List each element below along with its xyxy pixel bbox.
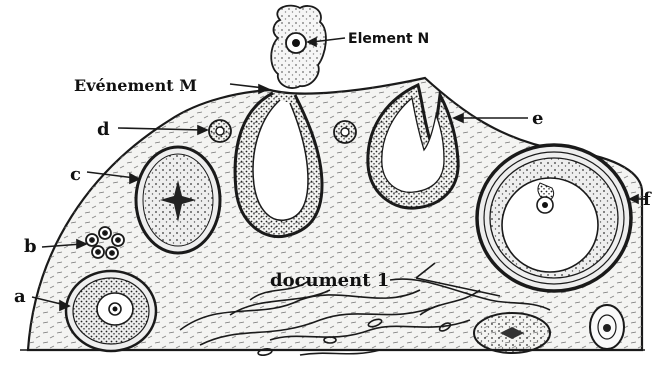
- expelled-oocyte: [271, 6, 326, 88]
- label-f: f: [643, 189, 652, 210]
- follicle-small-middle: [334, 121, 356, 143]
- label-a: a: [14, 286, 26, 307]
- label-evenement-m: Evénement M: [74, 76, 197, 95]
- label-d: d: [97, 119, 110, 140]
- body-c: [136, 147, 220, 253]
- follicle-f: [477, 145, 631, 291]
- oval-body: [474, 313, 550, 353]
- label-e: e: [532, 108, 543, 129]
- small-follicle-right: [590, 305, 624, 349]
- label-b: b: [24, 236, 37, 257]
- follicle-d: [209, 120, 231, 142]
- follicle-a: [66, 271, 156, 351]
- label-element-n: Element N: [348, 31, 429, 47]
- label-c: c: [70, 164, 81, 185]
- label-document-1: document 1: [270, 270, 389, 291]
